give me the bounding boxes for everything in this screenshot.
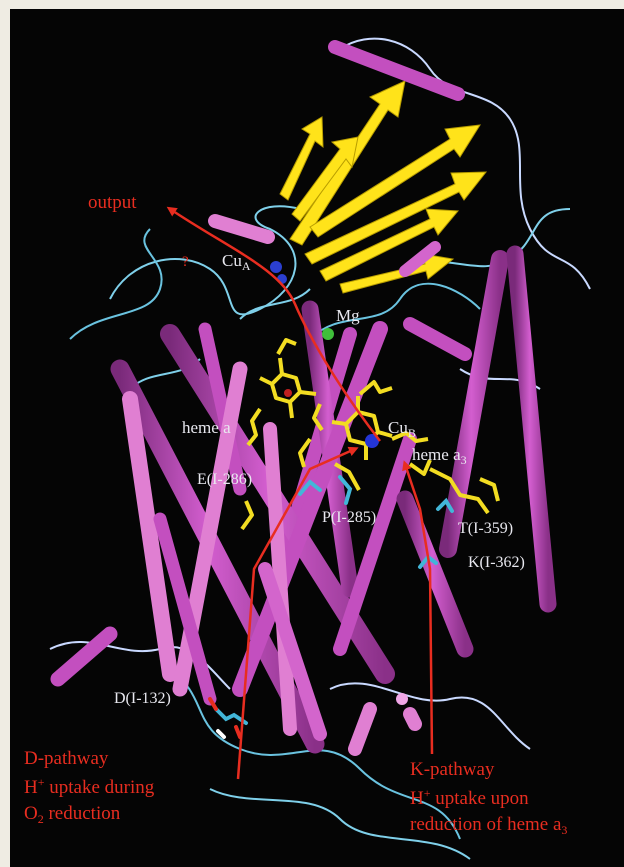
cu-a-ion	[270, 261, 282, 273]
d-pathway-title: D-pathway	[24, 749, 108, 768]
mg-ion	[322, 328, 334, 340]
cu-a-label: CuA	[222, 252, 251, 272]
output-label: output	[88, 193, 137, 212]
k-pathway-title: K-pathway	[410, 760, 494, 779]
fe-heme-a	[284, 389, 292, 397]
heme-a3-label: heme a3	[412, 446, 467, 466]
protein-structure-figure: output ? CuA Mg heme a CuB heme a3 E(I-2…	[10, 9, 624, 867]
p-residue-label: P(I-285)	[322, 510, 376, 526]
beta-sheet-domain	[280, 81, 486, 293]
t-residue-label: T(I-359)	[458, 521, 513, 537]
k-residue-label: K(I-362)	[468, 555, 525, 571]
d-pathway-line2: H+ uptake during	[24, 776, 154, 797]
mg-label: Mg	[336, 307, 360, 324]
k-pathway-line3: reduction of heme a3	[410, 815, 567, 836]
heme-a-label: heme a	[182, 419, 231, 436]
d-pathway-line3: O2 reduction	[24, 804, 120, 825]
question-mark-label: ?	[182, 255, 189, 270]
cu-b-label: CuB	[388, 419, 416, 439]
d-residue-label: D(I-132)	[114, 691, 171, 707]
e-residue-label: E(I-286)	[197, 472, 252, 488]
protein-ribbon-diagram	[10, 9, 624, 867]
k-pathway-line2: H+ uptake upon	[410, 787, 529, 808]
pink-sphere	[396, 693, 408, 705]
